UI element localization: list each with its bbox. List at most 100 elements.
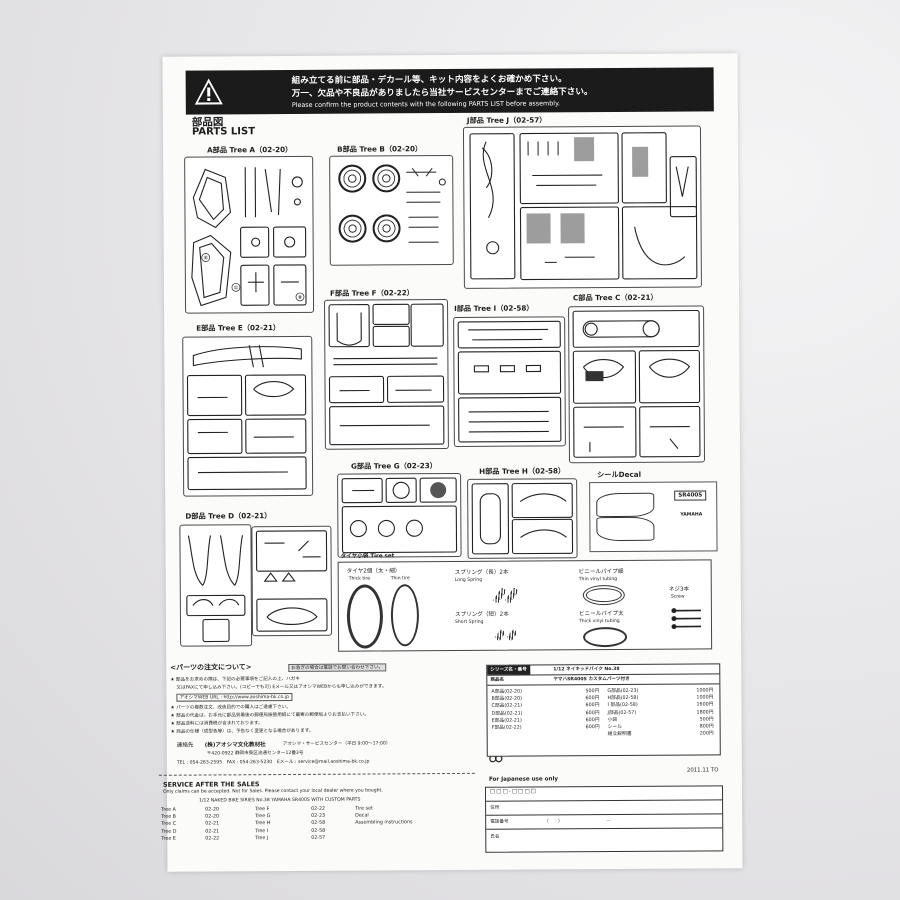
banner-line-3: Please confirm the product contents with… <box>291 99 560 109</box>
tree-g-title: G部品 Tree G（02-23） <box>350 461 437 471</box>
form-divider <box>486 827 723 830</box>
japan-title: For Japanese use only <box>488 776 559 783</box>
price-value: 600円 <box>585 703 600 709</box>
tree-d-parts-left <box>186 535 246 643</box>
tree-i-parts <box>457 320 562 443</box>
tree-f-diagram <box>324 299 449 450</box>
form-divider <box>486 799 723 802</box>
order-note: お急ぎの場合は電話でお問い合わせ下さい。 <box>288 663 387 673</box>
tire-set-box: タイヤ小袋 Tire set タイヤ2個（太・細） Thick tire Thi… <box>337 553 713 652</box>
spring-image <box>504 587 519 604</box>
tree-b-title: B部品 Tree B（02-20） <box>337 144 423 154</box>
name-label: 氏名 <box>490 834 500 840</box>
product-value: ヤマハSR400S カスタムパーツ付き <box>553 676 630 683</box>
decal-shape <box>596 492 655 518</box>
tree-e-title: E部品 Tree E（02-21） <box>196 323 281 333</box>
price-value: 600円 <box>585 725 600 731</box>
wheel-part <box>338 164 367 193</box>
tree-d-diagram <box>179 524 253 647</box>
phone-area-field: （ ） <box>544 819 563 825</box>
thick-tube-en: Thick vinyl tubing <box>578 618 620 625</box>
tire-set-title: タイヤ小袋 Tire set <box>340 553 395 560</box>
screw-label: ネジ3本 <box>668 586 690 593</box>
price-table: シリーズ名・番号 1/12 ネイキッドバイク No.38 商品名 ヤマハSR40… <box>486 663 721 757</box>
postal-code-field: □□□-□□□□ <box>489 788 538 795</box>
tree-e-parts <box>186 345 307 491</box>
tree-e-diagram <box>182 335 314 497</box>
order-line-7: ★ 商品の仕様（成型色等）は、予告なく変更となる場合があります。 <box>170 728 314 735</box>
price-row: F部品(02-22) 600円 <box>490 723 602 731</box>
tree-j-title: J部品 Tree J（02-57） <box>466 115 547 125</box>
price-value: 200円 <box>699 731 714 737</box>
series-value: 1/12 ネイキッドバイク No.38 <box>553 666 620 673</box>
tree-i-diagram <box>453 316 566 447</box>
svg-text:①: ① <box>234 285 239 291</box>
long-spring-en: Long Spring <box>454 577 483 583</box>
tree-h-title: H部品 Tree H（02-58） <box>479 466 566 476</box>
spring-image <box>506 628 518 642</box>
thick-tire-image <box>346 584 384 649</box>
price-value: 600円 <box>585 710 600 716</box>
company-tel: TEL : 054-263-2595 FAX : 054-263-5230 Eメ… <box>176 759 370 766</box>
tree-b-small-parts <box>406 167 446 243</box>
price-item: F部品(02-22) <box>491 725 522 731</box>
tree-c-diagram <box>568 305 706 464</box>
price-value: 600円 <box>585 696 600 702</box>
banner-line-2: 万一、欠品や不良品がありましたら当社サービスセンターまでご連絡下さい。 <box>291 87 593 99</box>
warning-icon <box>194 78 223 105</box>
order-line-5: ★ 部品の代金は、お手元に部品到着後の郵便局振替用紙にて最寄の郵便局よりお支払い… <box>170 712 369 719</box>
service-subtitle: 1/12 NAKED BIKE SIRIES No.38 YAMAHA SR40… <box>199 797 361 804</box>
series-label: シリーズ名・番号 <box>487 665 530 675</box>
decal-brand: YAMAHA <box>680 512 703 518</box>
wheel-part <box>338 214 367 243</box>
thin-tire-image <box>390 584 420 647</box>
product-row: 商品名 ヤマハSR400S カスタムパーツ付き <box>487 674 720 686</box>
order-section: <パーツの注文について> お急ぎの場合は電話でお問い合わせ下さい。 ★ 部品をお… <box>166 659 477 773</box>
service-cell: Tree E <box>161 836 176 842</box>
wheel-part <box>372 164 401 193</box>
service-section: SERVICE AFTER THE SALES Only claims can … <box>158 772 476 858</box>
screw-image <box>671 608 702 630</box>
order-line-2: 又はFAXにて申し込み下さい。(コピーでも可) Eメール又はアオシマWEBからも… <box>176 684 387 691</box>
decal-shape <box>596 516 655 542</box>
decal-sheet: SR400S YAMAHA <box>589 481 718 553</box>
service-line-1: Only claims can be accepted. Not for Sal… <box>162 788 383 795</box>
svg-text:⑥: ⑥ <box>203 255 208 261</box>
service-cell: 02-22 <box>205 836 220 842</box>
form-divider <box>486 813 723 816</box>
wheel-part <box>372 214 401 243</box>
decal-title: シールDecal <box>597 469 642 480</box>
spring-image <box>492 587 507 605</box>
service-cell: Tree J <box>255 835 269 842</box>
tree-h-parts <box>471 482 574 555</box>
screw-en: Screw <box>670 594 685 600</box>
warning-banner: 組み立てる前に部品・デカール等、キット内容をよくお確かめ下さい。 万一、欠品や不… <box>185 67 714 115</box>
spring-image <box>494 628 506 642</box>
short-spring-en: Short Spring <box>454 619 484 625</box>
service-title: SERVICE AFTER THE SALES <box>162 780 260 789</box>
decal-logo: SR400S <box>674 490 707 501</box>
tree-f-parts <box>328 303 445 446</box>
tree-a-title: A部品 Tree A（02-20） <box>207 144 293 155</box>
thin-tube-en: Thin vinyl tubing <box>578 576 618 583</box>
thick-tube-label: ビニールパイプ太 <box>578 610 624 618</box>
tree-g-diagram <box>337 472 462 558</box>
date-code: 2011.11 TO <box>686 767 719 774</box>
company-name: (株)アオシマ文化教材社 <box>204 742 266 749</box>
tree-i-title: I部品 Tree I（02-58） <box>454 303 534 313</box>
parts-list-heading-en: PARTS LIST <box>191 126 256 138</box>
order-line-6: ★ 部品送料には消費税が含まれております。 <box>170 721 263 727</box>
instruction-sheet: 組み立てる前に部品・デカール等、キット内容をよくお確かめ下さい。 万一、欠品や不… <box>158 53 743 872</box>
order-title: <パーツの注文について> <box>170 663 252 672</box>
service-row: Tree E 02-22 Tree J 02-57 <box>159 834 414 843</box>
order-line-4: ★ パーツの複数注文、改造目的での購入はご遠慮下さい。 <box>170 704 291 711</box>
long-spring-label: スプリング（長）2本 <box>454 569 509 576</box>
tree-d-title: D部品 Tree D（02-21） <box>185 511 272 521</box>
tires-label: タイヤ2個（太・細） <box>346 568 401 575</box>
tree-b-diagram <box>329 154 454 266</box>
tree-d-diagram-right <box>251 525 333 637</box>
service-center: アオシマ・サービスセンター（平日 9:00～17:00） <box>282 741 391 748</box>
tree-j-parts <box>469 132 698 281</box>
product-label: 商品名 <box>490 677 505 683</box>
